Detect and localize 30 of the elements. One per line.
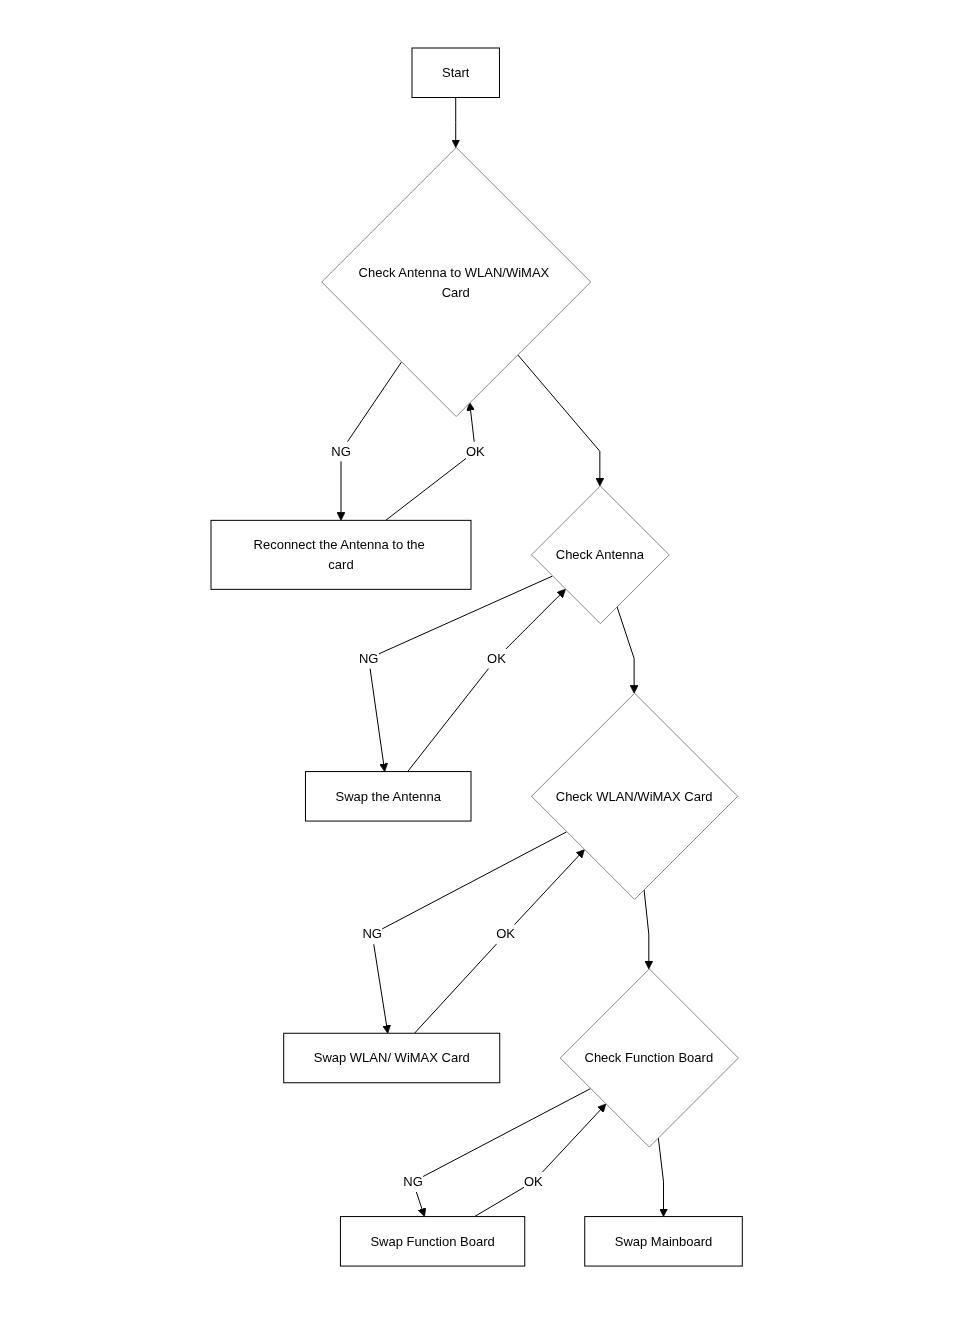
node-diamond: Check Antenna [531, 485, 671, 625]
node-diamond: Check Function Board [560, 968, 740, 1148]
edge-label: OK [524, 1174, 544, 1190]
edge-label: NG [359, 650, 379, 666]
arrow [451, 97, 461, 148]
node-box: Reconnect the Antenna to the card [210, 519, 472, 590]
arrow [336, 361, 403, 521]
edge-label: NG [362, 926, 383, 942]
arrow [368, 575, 554, 772]
arrow [616, 606, 639, 694]
node-diamond: Check WLAN/WiMAX Card [531, 692, 739, 900]
arrow [414, 849, 586, 1034]
edge-label: NG [403, 1174, 424, 1190]
node-box: Swap the Antenna [305, 771, 472, 822]
node-box: Swap Function Board [340, 1216, 526, 1267]
node-box: Swap WLAN/ WiMAX Card [283, 1032, 501, 1084]
arrow [372, 831, 568, 1034]
edge-label: NG [331, 443, 352, 459]
arrow [643, 889, 654, 970]
node-box: Start [411, 47, 501, 98]
node-box: Swap Mainboard [584, 1216, 744, 1267]
edge-label: OK [487, 650, 507, 666]
arrow [474, 1103, 607, 1218]
arrow [407, 588, 567, 773]
edge-label: OK [496, 926, 516, 942]
edge-label: OK [466, 443, 486, 459]
node-diamond: Check Antenna to WLAN/WiMAX Card [321, 147, 592, 417]
arrow [517, 354, 605, 487]
arrow [385, 402, 477, 521]
arrow [658, 1137, 669, 1217]
